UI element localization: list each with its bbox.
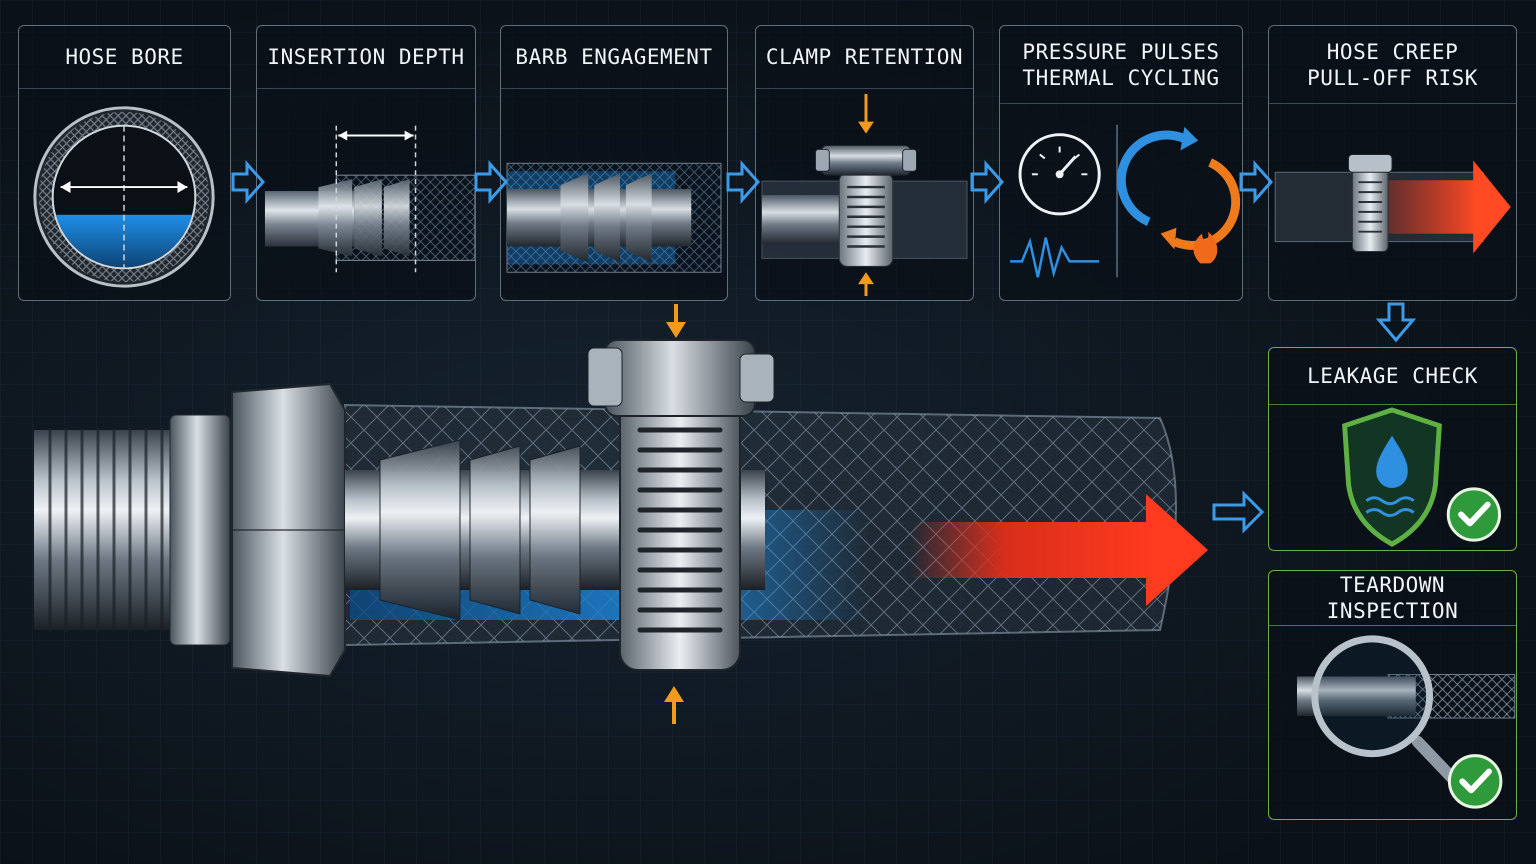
pressure-pulse-waveform	[1010, 237, 1100, 279]
check-title: TEARDOWN INSPECTION	[1269, 571, 1516, 626]
step-title: BARB ENGAGEMENT	[501, 26, 727, 89]
hose-bore-illustration	[19, 88, 230, 300]
step-panel-pressure-thermal: PRESSURE PULSES THERMAL CYCLING	[999, 25, 1243, 301]
flow-arrow-5	[1239, 160, 1273, 204]
step-panel-insertion-depth: INSERTION DEPTH	[256, 25, 476, 301]
pressure-gauge-icon	[1018, 133, 1101, 216]
pull-off-arrow-head	[1146, 494, 1208, 606]
step-panel-clamp-retention: CLAMP RETENTION	[755, 25, 974, 301]
flow-arrow-3	[726, 160, 760, 204]
flow-arrow-4	[970, 160, 1004, 204]
thermal-cycle-arrow-hot	[1172, 158, 1241, 250]
pull-off-arrow-head	[1473, 160, 1511, 254]
thermal-cycle-arrow-cool	[1116, 130, 1187, 226]
hose-clamp-band	[1351, 165, 1389, 252]
step-panel-hose-bore: HOSE BORE	[18, 25, 231, 301]
step-panel-barb-engagement: BARB ENGAGEMENT	[500, 25, 728, 301]
pull-off-arrow-shaft	[910, 522, 1150, 578]
check-title: LEAKAGE CHECK	[1269, 348, 1516, 405]
clamp-screw-housing	[604, 339, 756, 417]
clamp-screw-housing	[820, 144, 912, 176]
flow-arrow-1	[231, 160, 265, 204]
insertion-depth-illustration	[257, 88, 475, 300]
barb-ridges	[560, 173, 652, 263]
barb-ridges	[379, 439, 581, 621]
water-drop-icon	[1376, 435, 1408, 488]
fitting-assembly-illustration	[34, 304, 1208, 724]
checkmark-icon	[1446, 487, 1502, 542]
teardown-inspection-illustration	[1269, 625, 1516, 819]
clamp-retention-illustration	[756, 88, 973, 300]
step-title: PRESSURE PULSES THERMAL CYCLING	[1000, 26, 1242, 104]
checkmark-icon	[1447, 754, 1503, 809]
check-panel-leakage: LEAKAGE CHECK	[1268, 347, 1517, 551]
check-panel-teardown: TEARDOWN INSPECTION	[1268, 570, 1517, 820]
hose-creep-illustration	[1269, 103, 1516, 300]
barb-engagement-illustration	[501, 88, 727, 300]
fitting-tail	[761, 194, 852, 245]
lock-nut	[169, 414, 231, 646]
flow-arrow-down	[1376, 302, 1416, 343]
threaded-end	[34, 428, 184, 632]
flow-arrow-to-checks	[1212, 490, 1264, 534]
step-title: HOSE CREEP PULL-OFF RISK	[1269, 26, 1516, 104]
step-title: INSERTION DEPTH	[257, 26, 475, 89]
leakage-check-illustration	[1269, 404, 1516, 550]
barb-ridges	[318, 179, 410, 257]
step-title: CLAMP RETENTION	[756, 26, 973, 89]
flow-arrow-2	[474, 160, 508, 204]
step-title: HOSE BORE	[19, 26, 230, 89]
wave-icon	[1365, 496, 1415, 517]
pressure-thermal-illustration	[1000, 103, 1242, 300]
flame-icon	[1193, 231, 1218, 264]
magnifier-icon	[1311, 635, 1434, 758]
step-panel-hose-creep: HOSE CREEP PULL-OFF RISK	[1268, 25, 1517, 301]
